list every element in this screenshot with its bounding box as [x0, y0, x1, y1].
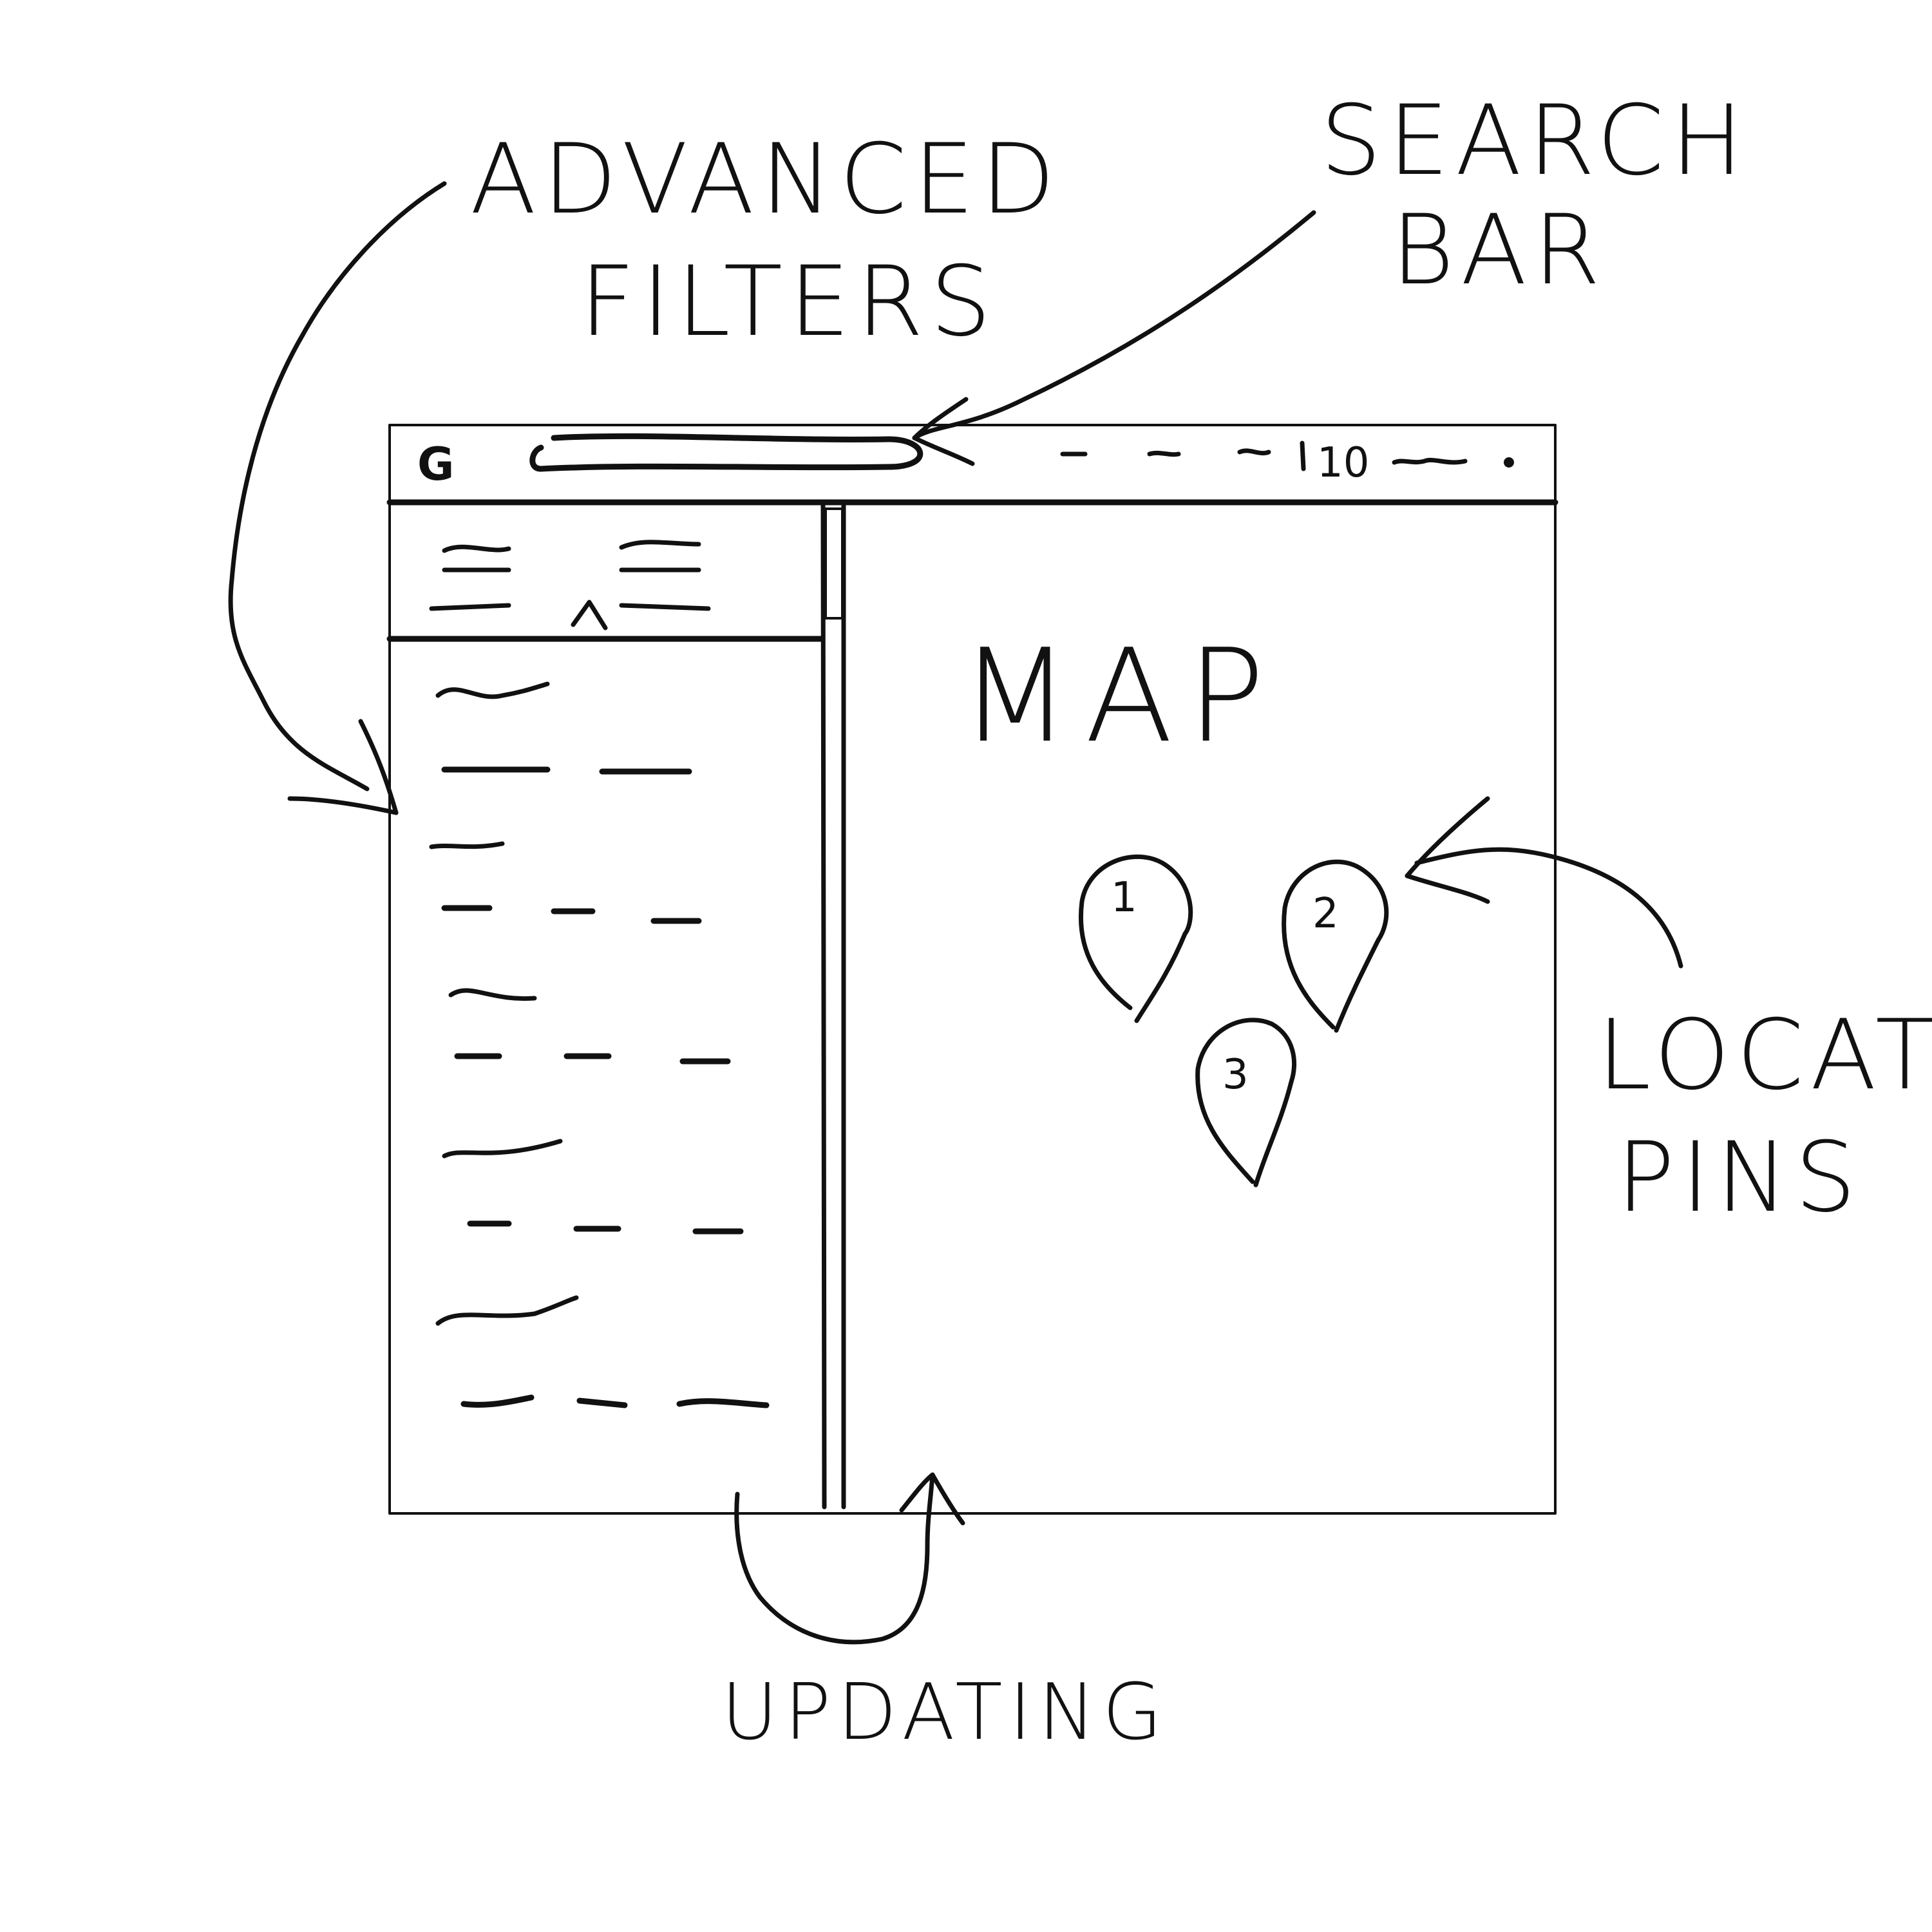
annotation-search-bar-line2: BAR [1391, 194, 1607, 307]
arrow-location-pins [1405, 796, 1683, 969]
header-link-3[interactable] [1237, 448, 1271, 456]
list-item[interactable] [442, 1139, 744, 1235]
results-list[interactable] [429, 681, 770, 1408]
header-menu-dot[interactable] [1504, 457, 1514, 468]
app-logo: G [417, 438, 454, 491]
pin-label-1: 1 [1111, 874, 1137, 922]
scrollbar-thumb[interactable] [824, 507, 844, 620]
pin-label-3: 3 [1222, 1051, 1249, 1099]
annotation-search-bar-line1: SEARCH [1320, 85, 1750, 197]
arrow-advanced-filters [228, 181, 447, 815]
location-pin-3[interactable]: 3 [1195, 1018, 1297, 1188]
annotation-advanced-filters: ADVANCED FILTERS [470, 124, 1061, 358]
header-account-link[interactable] [1392, 457, 1468, 465]
annotation-search-bar: SEARCH BAR [1320, 85, 1750, 307]
pin-label-2: 2 [1312, 890, 1339, 938]
sidebar-scrollbar[interactable] [820, 503, 846, 1510]
arrow-updating [734, 1472, 965, 1645]
filter-field-6[interactable] [619, 603, 711, 611]
header-link-2[interactable] [1147, 450, 1181, 457]
advanced-filters-panel[interactable] [429, 540, 711, 630]
arrow-search-bar [912, 210, 1316, 466]
filter-field-5[interactable] [429, 603, 511, 611]
annotation-location-pins-line1: LOCATION [1597, 999, 1932, 1112]
map-area[interactable]: MAP 1 2 3 [960, 621, 1389, 1188]
annotation-advanced-filters-line1: ADVANCED [470, 124, 1061, 236]
location-pin-2[interactable]: 2 [1282, 859, 1389, 1033]
annotation-updating: UPDATING [721, 1668, 1169, 1757]
annotation-location-pins: LOCATION PINS [1597, 999, 1932, 1234]
map-label: MAP [960, 621, 1279, 772]
list-item[interactable] [429, 841, 702, 924]
list-item[interactable] [435, 681, 692, 775]
filter-field-2[interactable] [619, 540, 701, 550]
annotation-advanced-filters-line2: FILTERS [580, 246, 998, 358]
app-window-frame [388, 424, 1557, 1515]
location-pin-1[interactable]: 1 [1079, 854, 1193, 1023]
collapse-filters-icon[interactable] [571, 600, 608, 630]
zoom-level[interactable]: 10 [1317, 439, 1369, 487]
sidebar [386, 540, 824, 1408]
search-input[interactable] [529, 433, 923, 472]
filter-field-1[interactable] [442, 544, 511, 553]
annotation-location-pins-line2: PINS [1616, 1122, 1862, 1234]
header-nav-links[interactable] [1060, 448, 1271, 457]
zoom-divider [1300, 440, 1306, 471]
list-item[interactable] [448, 988, 731, 1065]
top-bar: G 10 [417, 433, 1514, 491]
list-item[interactable] [435, 1295, 770, 1408]
